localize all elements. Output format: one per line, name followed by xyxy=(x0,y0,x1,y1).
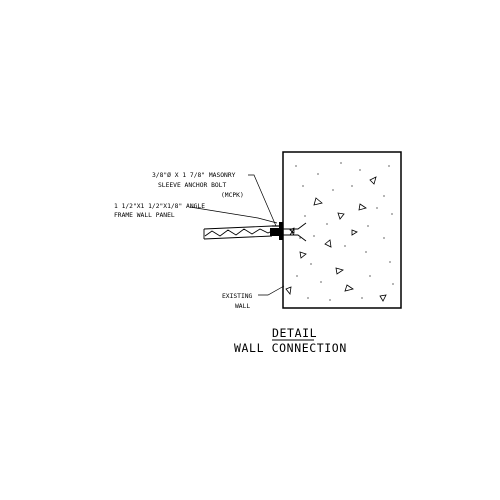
bolt-label-line1: 3/8"Ø X 1 7/8" MASONRY xyxy=(152,171,236,179)
panel-bottom-skin xyxy=(203,235,273,240)
bolt-label-line2: SLEEVE ANCHOR BOLT xyxy=(158,182,226,189)
bolt-label-line3: (MCPK) xyxy=(221,192,244,199)
angle-connection xyxy=(270,222,307,242)
angle-label-line2: FRAME WALL PANEL xyxy=(114,212,175,219)
bolt-leader xyxy=(248,174,277,227)
panel-corrugation xyxy=(204,228,273,237)
wall-outline xyxy=(282,151,402,309)
wall-leader xyxy=(258,285,285,296)
wall-label-line2: WALL xyxy=(235,303,250,310)
frame-wall-panel xyxy=(203,225,273,240)
angle-leader xyxy=(189,206,278,224)
wall-aggregate-dots xyxy=(295,162,394,301)
bolt-nut xyxy=(270,228,279,236)
detail-subtitle: WALL CONNECTION xyxy=(234,341,347,355)
anchor-sleeve xyxy=(283,222,307,242)
existing-wall xyxy=(282,151,402,309)
angle-label-line1: 1 1/2"X1 1/2"X1/8" ANGLE xyxy=(114,203,205,210)
detail-title: DETAIL xyxy=(272,326,317,340)
leader-lines xyxy=(189,174,285,296)
wall-label-line1: EXISTING xyxy=(222,293,253,300)
panel-top-skin xyxy=(203,225,273,230)
angle-leg xyxy=(279,222,283,240)
